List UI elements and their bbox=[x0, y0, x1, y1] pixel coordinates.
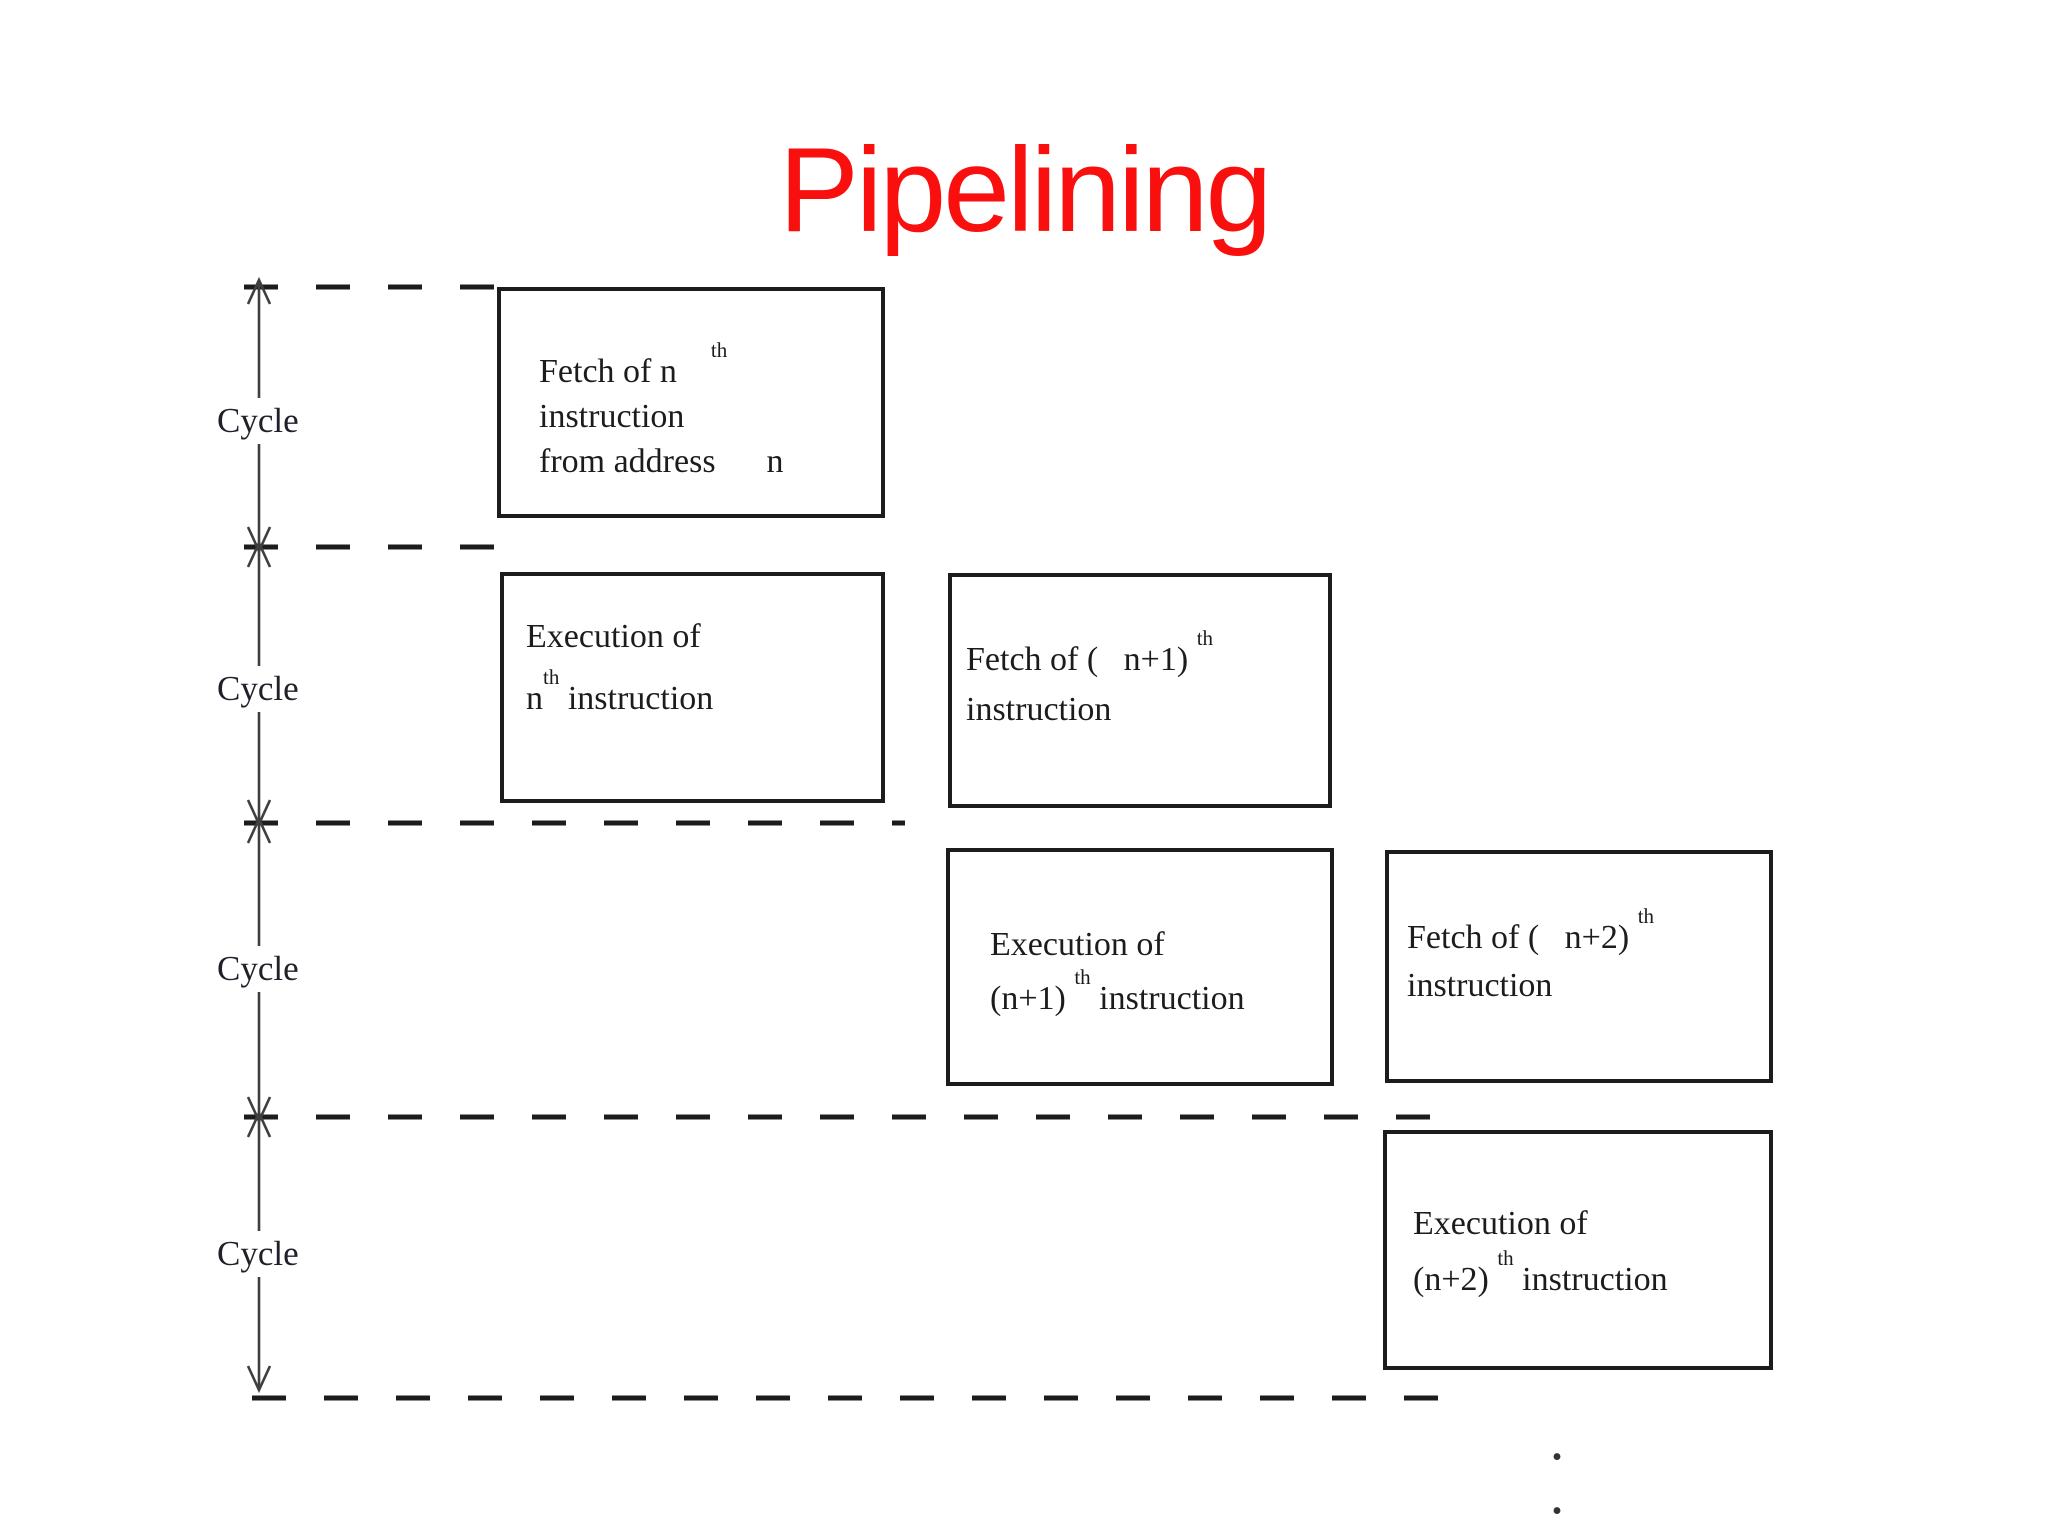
box-text-line: Execution of bbox=[1413, 1205, 1588, 1242]
box-text-line: from address n bbox=[539, 443, 784, 480]
fetch-n-box: Fetch of n th instruction from address n bbox=[497, 287, 885, 518]
box-text-line: instruction bbox=[966, 691, 1112, 728]
box-text-line: Fetch of ( n+1) th bbox=[966, 625, 1214, 678]
cycle-label-3: Cycle bbox=[210, 946, 314, 992]
execute-n-box: Execution of nth instruction bbox=[500, 572, 885, 803]
fetch-n-plus-1-box: Fetch of ( n+1) th instruction bbox=[948, 573, 1332, 808]
box-text-line: Execution of bbox=[526, 618, 701, 655]
box-text-line: (n+2) th instruction bbox=[1413, 1245, 1668, 1298]
cycle-label-4: Cycle bbox=[210, 1231, 314, 1277]
continuation-dot: . bbox=[1549, 1461, 1565, 1526]
execute-n-plus-2-box: Execution of (n+2) th instruction bbox=[1383, 1130, 1773, 1370]
box-text-line: Fetch of n th bbox=[539, 337, 728, 390]
continuation-dot: . bbox=[1549, 1407, 1565, 1472]
execute-n-plus-1-box: Execution of (n+1) th instruction bbox=[946, 848, 1334, 1086]
slide-title: Pipelining bbox=[778, 123, 1272, 257]
cycle-label-1: Cycle bbox=[210, 398, 314, 444]
cycle-duration-arrows bbox=[246, 276, 272, 1394]
dashed-boundary-lines bbox=[244, 284, 1443, 1401]
box-text-line: Fetch of ( n+2) th bbox=[1407, 903, 1655, 956]
box-text-line: instruction bbox=[1407, 967, 1553, 1004]
fetch-n-plus-2-box: Fetch of ( n+2) th instruction bbox=[1385, 850, 1773, 1083]
box-text-line: (n+1) th instruction bbox=[990, 964, 1245, 1017]
box-text-line: Execution of bbox=[990, 926, 1165, 963]
box-text-line: nth instruction bbox=[526, 664, 714, 717]
box-text-line: instruction bbox=[539, 398, 685, 435]
cycle-label-2: Cycle bbox=[210, 666, 314, 712]
